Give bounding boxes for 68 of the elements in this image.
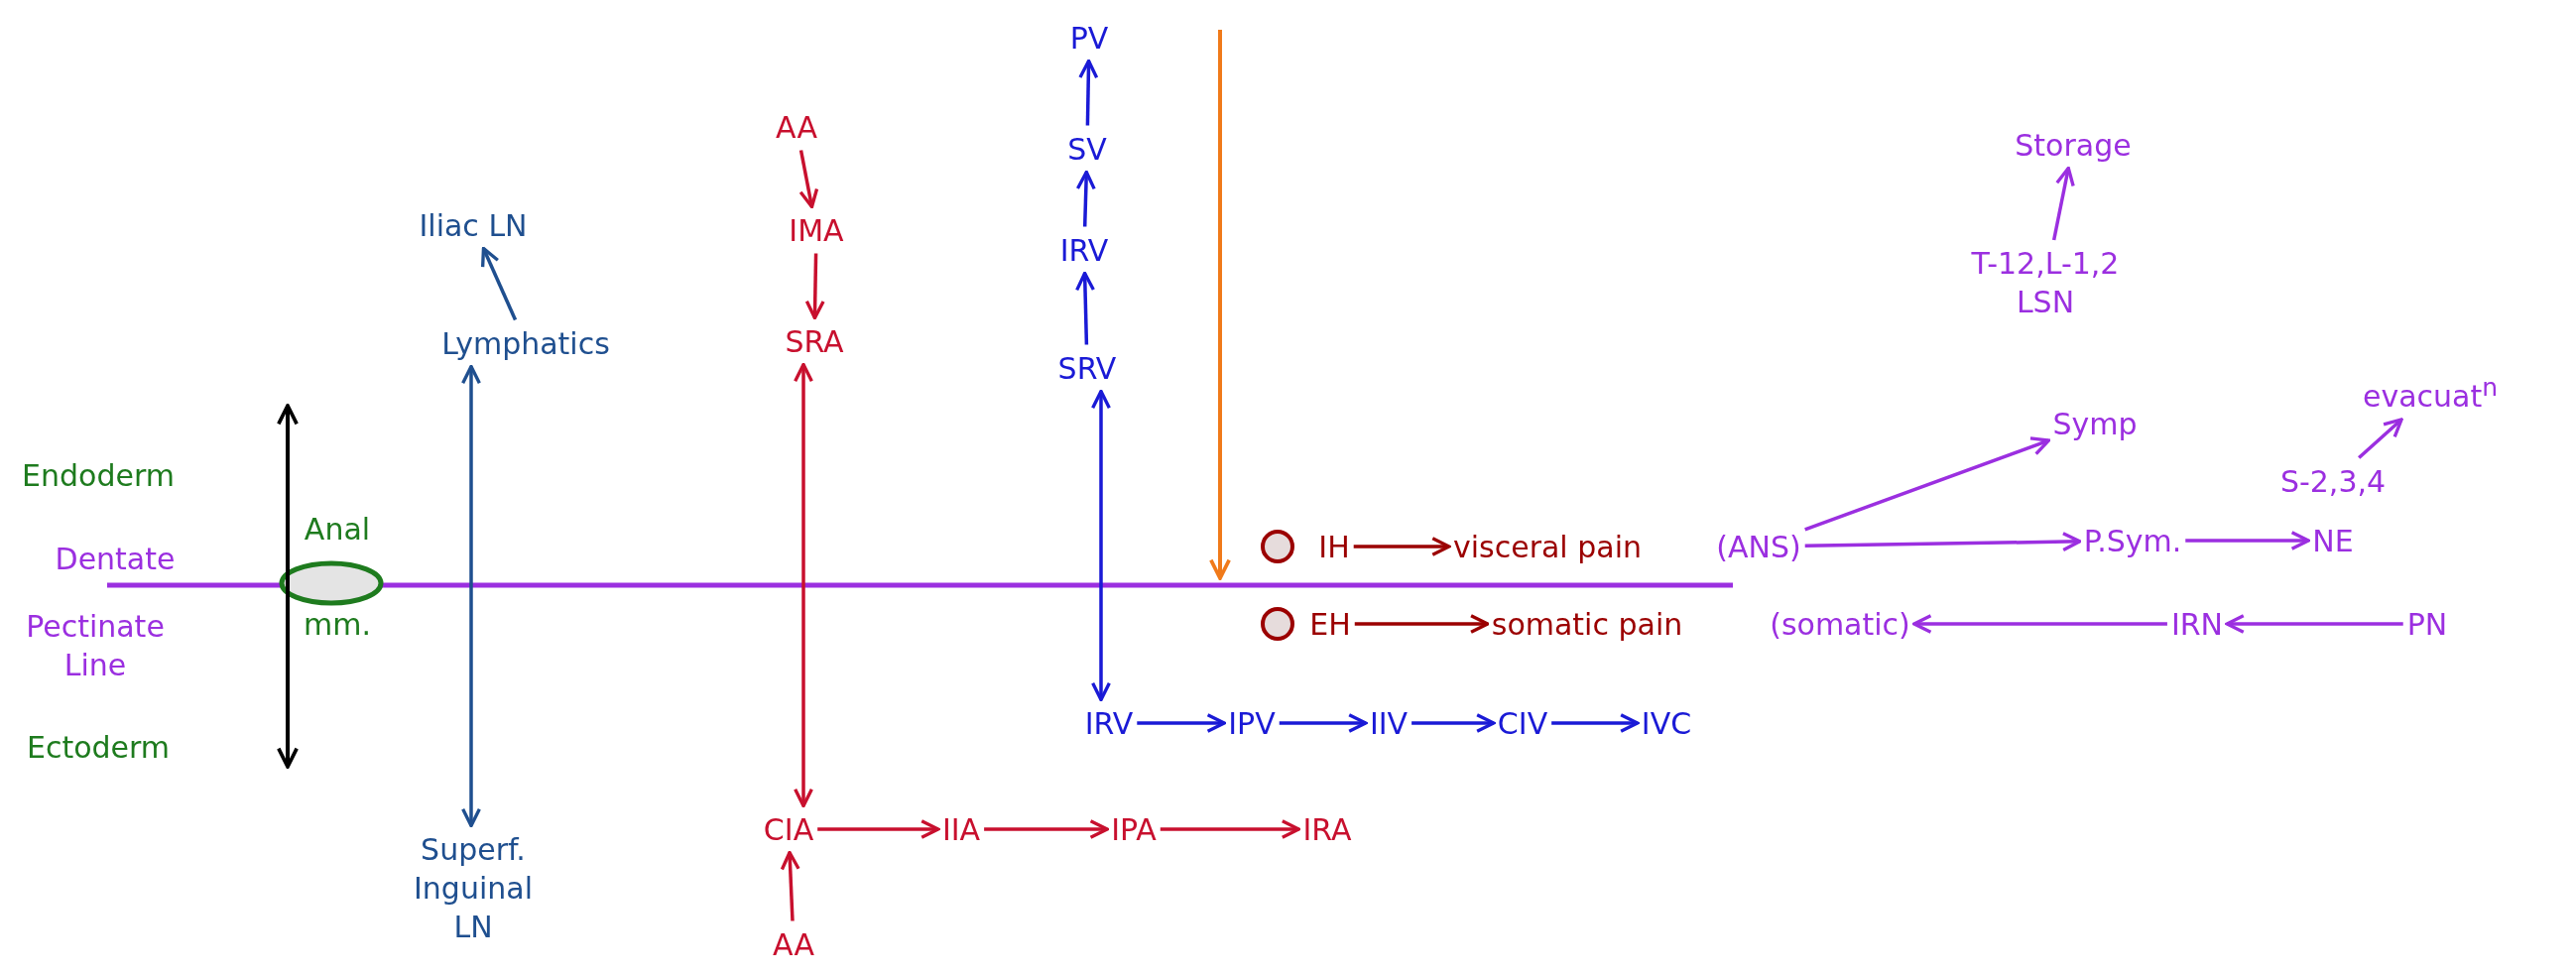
arrow [1804, 532, 2082, 552]
arrow [480, 246, 518, 321]
annotation-label: mm. [304, 605, 371, 644]
term-label: IIA [941, 810, 981, 849]
arrow [1353, 537, 1451, 556]
arrow [2358, 418, 2403, 459]
term-label: SV [1067, 130, 1107, 169]
term-label: (somatic) [1770, 605, 1910, 644]
term-label: T-12,L-1,2 [1971, 245, 2120, 283]
term-label: IPV [1228, 704, 1276, 743]
arrow [2225, 614, 2403, 634]
term-label: Superf. Inguinal LN [413, 830, 534, 946]
arrow [1411, 713, 1496, 733]
term-label: IRV [1084, 704, 1134, 743]
term-label: SRV [1057, 349, 1117, 388]
term-label: Lymphatics [441, 324, 610, 363]
term-label: somatic pain [1491, 605, 1683, 644]
term-label: (ANS) [1716, 528, 1801, 566]
term-label: PV [1069, 19, 1109, 58]
term-label: evacuat$^{n}$ [2362, 372, 2499, 416]
term-label: Iliac LN [419, 206, 528, 245]
annotation-label: Endoderm [22, 456, 175, 495]
arrow [780, 850, 800, 921]
term-label: AA [776, 108, 817, 147]
arrow [804, 253, 825, 320]
arrow [817, 819, 940, 839]
term-label: IVC [1641, 704, 1692, 743]
term-label: IIV [1369, 704, 1409, 743]
arrow [1160, 819, 1301, 839]
term-label: PN [2406, 605, 2448, 644]
arrow [1354, 614, 1490, 634]
term-label: SRA [785, 322, 844, 361]
term-label: IMA [789, 211, 844, 250]
arrow [794, 362, 813, 808]
arrow [1075, 271, 1095, 345]
term-label: S-2,3,4 [2279, 462, 2387, 501]
arrow [798, 150, 819, 209]
annotation-label: Anal [304, 510, 371, 549]
term-label: LSN [2015, 284, 2076, 321]
annotation-label: Ectoderm [26, 728, 171, 767]
annotation-label: Pectinate Line [25, 608, 166, 684]
term-label: AA [773, 925, 814, 964]
term-label: IPA [1111, 810, 1157, 849]
arrow [2051, 166, 2075, 241]
arrow [984, 819, 1109, 839]
term-label: CIA [763, 810, 814, 849]
term-label: EH [1309, 605, 1351, 644]
arrow [1551, 713, 1640, 733]
arrow [461, 364, 481, 828]
arrow [1912, 614, 2167, 634]
term-label: IRN [2170, 605, 2224, 644]
arrow [1279, 713, 1368, 733]
arrow [1078, 59, 1099, 126]
arrow [1091, 389, 1111, 702]
term-label: visceral pain [1453, 528, 1642, 566]
term-label: IRV [1059, 231, 1109, 270]
arrow [1804, 436, 2051, 532]
term-label: NE [2312, 522, 2354, 560]
annotation-label: Dentate [55, 540, 176, 578]
term-label: Symp [2052, 405, 2138, 443]
arrow [1137, 713, 1226, 733]
arrow [2185, 531, 2310, 550]
term-label: IRA [1302, 810, 1352, 849]
term-label: Storage [2015, 126, 2132, 165]
term-label: CIV [1497, 704, 1548, 743]
term-label: IH [1318, 528, 1350, 566]
arrow [1075, 170, 1096, 227]
term-label: P.Sym. [2083, 522, 2182, 560]
